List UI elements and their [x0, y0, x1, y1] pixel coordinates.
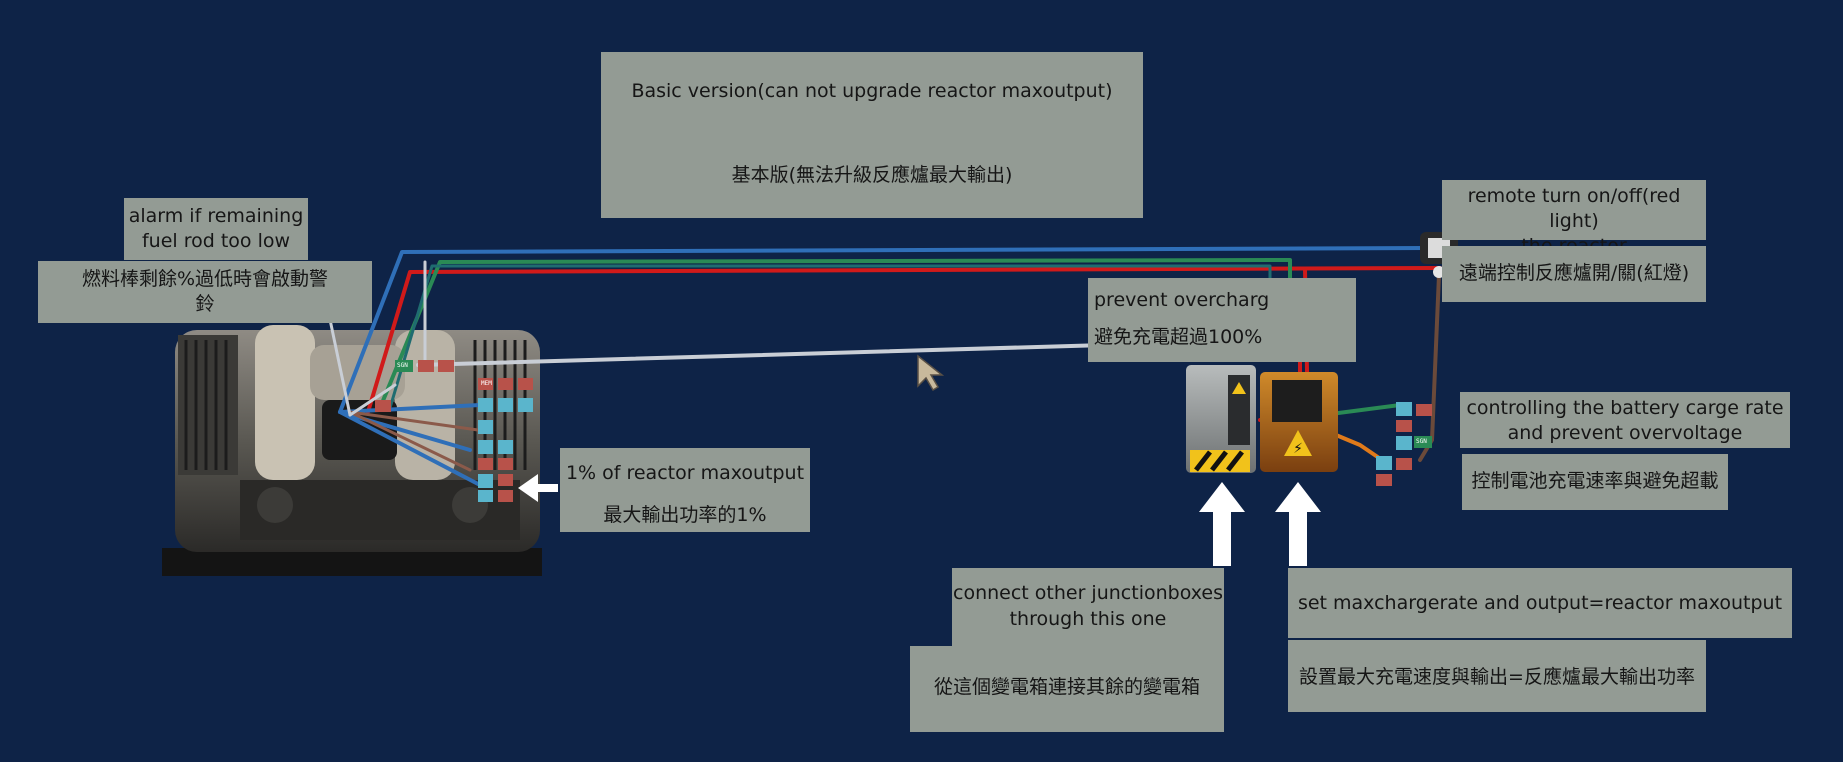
mem-label: MEM: [481, 380, 492, 387]
note-maxoutput-zh: 最大輸出功率的1%: [603, 504, 767, 526]
wire-blue-reactor-3: [338, 410, 482, 487]
note-battery-zh[interactable]: 控制電池充電速率與避免超載: [1462, 454, 1728, 510]
junction-box[interactable]: [1186, 365, 1256, 473]
note-overcharge-en: prevent overcharg: [1094, 289, 1270, 311]
note-maxcharge-en[interactable]: set maxchargerate and output=reactor max…: [1288, 568, 1792, 638]
svg-text:⚡: ⚡: [1293, 441, 1303, 457]
note-basic-zh: 基本版(無法升級反應爐最大輸出): [731, 164, 1013, 186]
note-alarm-zh[interactable]: 燃料棒剩餘%過低時會啟動警 鈴: [38, 261, 372, 323]
note-basic-en: Basic version(can not upgrade reactor ma…: [631, 80, 1113, 102]
note-battery-en[interactable]: controlling the battery carge rate and p…: [1460, 392, 1790, 448]
wire-blue-reactor-1: [338, 403, 482, 414]
note-remote-zh[interactable]: 遠端控制反應爐開/關(紅燈): [1442, 246, 1706, 302]
arrow-up-junction: [1199, 482, 1245, 566]
note-battery-en-line2: and prevent overvoltage: [1507, 422, 1743, 444]
wire-brown-reactor-1: [348, 410, 480, 432]
note-alarm-en[interactable]: alarm if remaining fuel rod too low: [124, 198, 308, 260]
note-junction-en-line2: through this one: [1009, 608, 1167, 630]
note-maxcharge-en-text: set maxchargerate and output=reactor max…: [1297, 592, 1783, 614]
sgn-label: SGN: [397, 362, 408, 369]
note-overcharge-zh: 避免充電超過100%: [1094, 326, 1263, 348]
arrow-up-battery: [1275, 482, 1321, 566]
note-battery-en-line1: controlling the battery carge rate: [1466, 397, 1784, 419]
wire-brown-reactor-2: [348, 410, 472, 472]
note-battery-zh-text: 控制電池充電速率與避免超載: [1471, 470, 1719, 492]
wire-brown-remote: [1418, 273, 1441, 462]
note-remote-en[interactable]: remote turn on/off(red light) the reacto…: [1442, 180, 1706, 257]
note-maxcharge-zh-text: 設置最大充電速度與輸出=反應爐最大輸出功率: [1299, 666, 1695, 688]
note-alarm-zh-line2: 鈴: [195, 293, 215, 315]
mouse-cursor: [917, 354, 945, 392]
arrow-left-maxoutput: [518, 474, 558, 502]
wire-red-remote: [366, 266, 1442, 414]
sgn-label-battery: SGN: [1416, 438, 1427, 445]
note-maxoutput[interactable]: 1% of reactor maxoutput 最大輸出功率的1%: [560, 448, 810, 532]
note-alarm-en-line2: fuel rod too low: [141, 230, 291, 252]
note-maxoutput-en: 1% of reactor maxoutput: [565, 462, 805, 484]
note-remote-en-line1: remote turn on/off(red light): [1467, 185, 1681, 232]
note-alarm-zh-line1: 燃料棒剩餘%過低時會啟動警: [81, 268, 329, 290]
note-alarm-en-line1: alarm if remaining: [128, 205, 304, 227]
note-junction-en[interactable]: connect other junctionboxes through this…: [952, 568, 1224, 646]
note-junction-zh[interactable]: 從這個變電箱連接其餘的變電箱: [910, 646, 1224, 732]
note-junction-zh-text: 從這個變電箱連接其餘的變電箱: [933, 676, 1200, 698]
reactor-component-grid[interactable]: [478, 378, 533, 502]
note-junction-en-line1: connect other junctionboxes: [953, 582, 1223, 604]
note-remote-zh-text: 遠端控制反應爐開/關(紅燈): [1458, 262, 1690, 284]
battery-control-components[interactable]: [1376, 402, 1432, 486]
note-overcharge[interactable]: prevent overcharg 避免充電超過100%: [1088, 278, 1356, 362]
wire-white-alarm-2: [348, 383, 397, 417]
battery-unit[interactable]: ⚡: [1260, 372, 1338, 472]
note-basic-version[interactable]: Basic version(can not upgrade reactor ma…: [601, 52, 1143, 218]
note-maxcharge-zh[interactable]: 設置最大充電速度與輸出=反應爐最大輸出功率: [1288, 640, 1706, 712]
wire-white-alarm: [326, 308, 352, 417]
